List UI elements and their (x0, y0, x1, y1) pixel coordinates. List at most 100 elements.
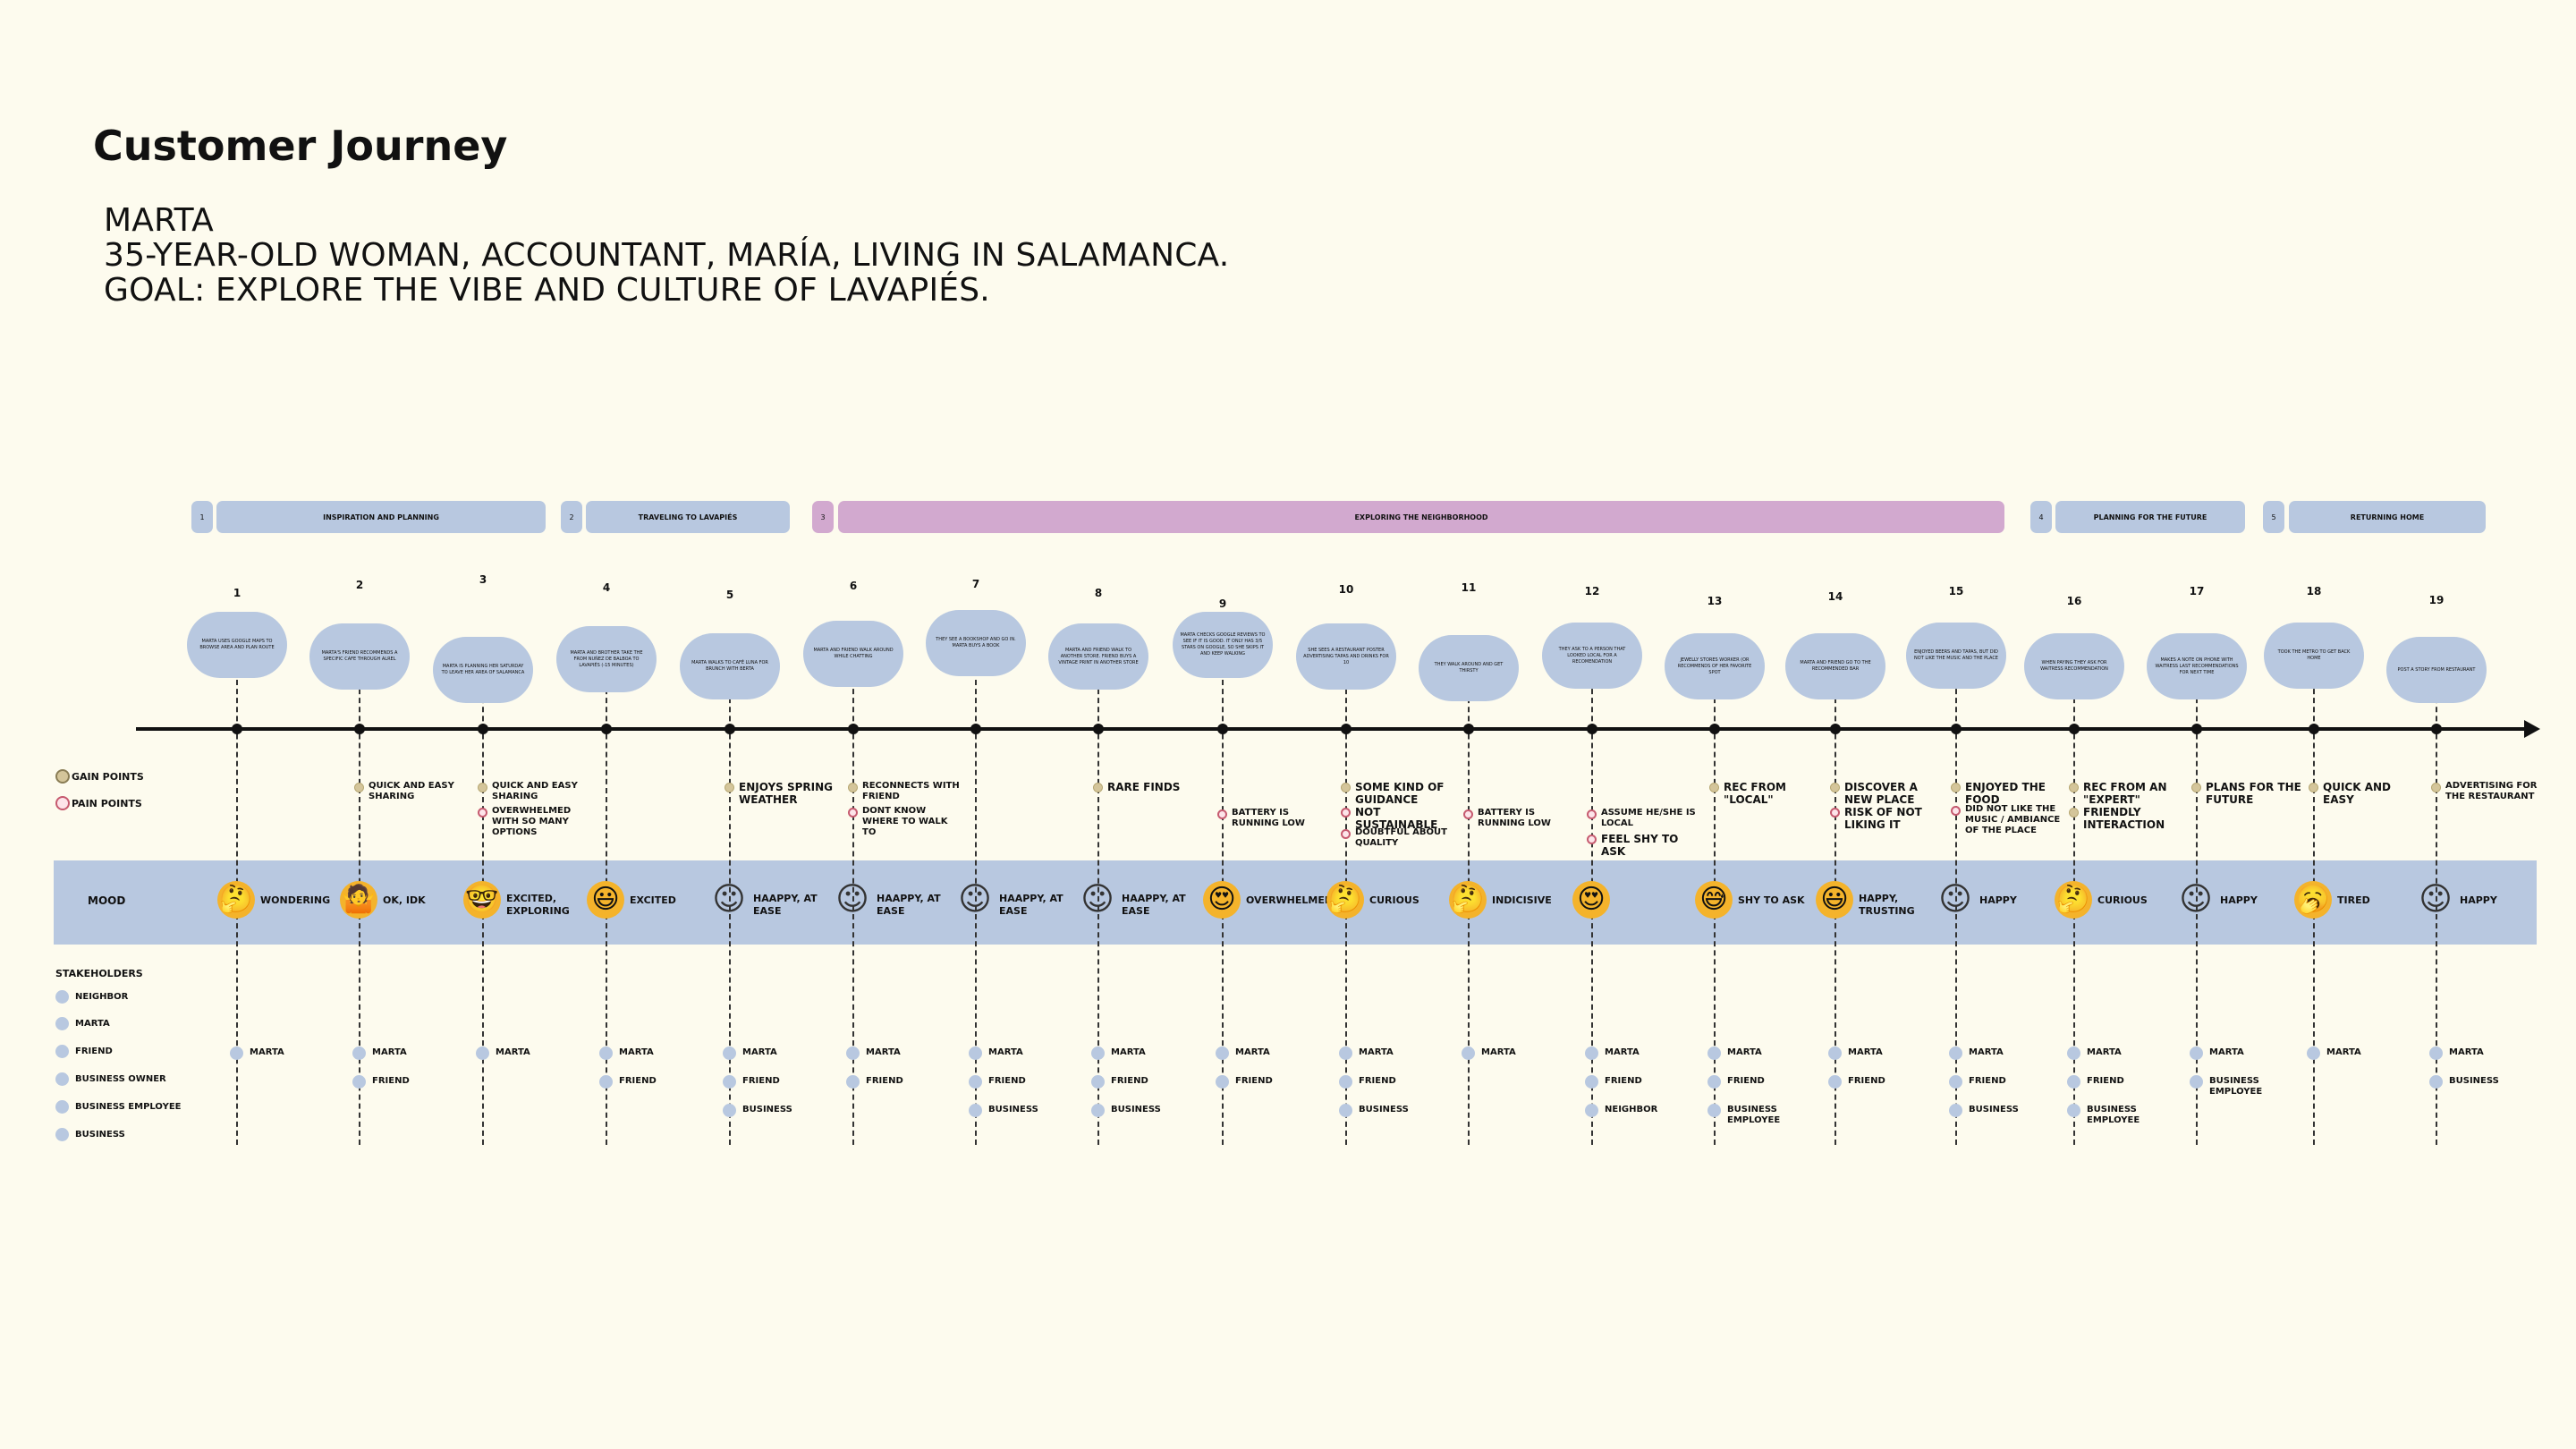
stakeholder-dot (1707, 1075, 1721, 1089)
step-action-bubble: THEY SEE A BOOKSHOP AND GO IN. MARTA BUY… (926, 610, 1026, 676)
step-number: 10 (1338, 583, 1354, 596)
step-guide-line (729, 680, 731, 1145)
stakeholder-dot (1216, 1046, 1229, 1060)
timeline-dot (848, 724, 859, 734)
step-action-text: WHEN PAYING THEY ASK FOR WAITRESS RECOMM… (2040, 660, 2108, 672)
timeline-dot (1709, 724, 1720, 734)
timeline-dot (1587, 724, 1597, 734)
phase-2-label: TRAVELING TO LAVAPIÉS (586, 501, 790, 533)
gain-point-dot (478, 783, 487, 792)
gain-point-text: REC FROM AN "EXPERT" (2083, 781, 2167, 806)
mood-text: HAAPPY, AT EASE (753, 893, 818, 917)
step-action-bubble: MAKES A NOTE ON PHONE WITH WAITRESS LAST… (2147, 633, 2247, 699)
stakeholder-dot (2190, 1046, 2203, 1060)
step-number: 5 (725, 589, 734, 601)
stakeholder-business-dot (55, 1128, 69, 1141)
stakeholder-dot (1949, 1104, 1962, 1117)
step-action-bubble: MARTA IS PLANNING HER SATURDAY TO LEAVE … (433, 637, 533, 703)
step-action-bubble: ENJOYED BEERS AND TAPAS, BUT DID NOT LIK… (1906, 623, 2006, 689)
stakeholder-dot (599, 1046, 613, 1060)
phase-3-number: 3 (812, 501, 834, 533)
stakeholder-neighbor-dot (55, 990, 69, 1004)
timeline-dot (1463, 724, 1474, 734)
stakeholder-dot (969, 1104, 982, 1117)
smiling-face-icon: ☺ (712, 881, 746, 918)
stakeholder-dot (352, 1046, 366, 1060)
mood-text: HAPPY (2460, 894, 2497, 906)
pain-point-dot (1463, 809, 1473, 819)
step-action-bubble: TOOK THE METRO TO GET BACK HOME (2264, 623, 2364, 689)
stakeholder-dot (1091, 1104, 1105, 1117)
stakeholder-dot (1216, 1075, 1229, 1089)
phase-2-number: 2 (561, 501, 582, 533)
step-action-bubble: THEY WALK AROUND AND GET THIRSTY (1419, 635, 1519, 701)
stakeholder-dot (723, 1104, 736, 1117)
stakeholder-friend-label: FRIEND (75, 1046, 113, 1056)
stakeholder-text: BUSINESS (1111, 1105, 1161, 1114)
mood-text: HAPPY (2220, 894, 2258, 906)
stakeholder-text: MARTA (619, 1047, 654, 1057)
mood-text: WONDERING (260, 894, 331, 906)
pain-point-text: OVERWHELMED WITH SO MANY OPTIONS (492, 806, 572, 837)
gain-point-dot (1830, 783, 1840, 792)
step-action-bubble: MARTA AND FRIEND WALK TO ANOTHER STORE. … (1048, 623, 1148, 690)
gain-point-dot (848, 783, 858, 792)
stakeholder-text: BUSINESS (988, 1105, 1038, 1114)
step-action-bubble: MARTA AND BROTHER TAKE THE FROM NUÑEZ DE… (556, 626, 657, 692)
step-guide-line (1955, 680, 1957, 1145)
stakeholder-dot (2190, 1075, 2203, 1089)
stakeholder-dot (2067, 1104, 2080, 1117)
step-number: 3 (479, 573, 487, 586)
gain-point-dot (2309, 783, 2318, 792)
nerd-face-icon: 🤓 (463, 881, 501, 919)
stakeholder-dot (2429, 1075, 2443, 1089)
pain-point-dot (1341, 829, 1351, 839)
gain-point-text: SOME KIND OF GUIDANCE (1355, 781, 1445, 806)
timeline-dot (2069, 724, 2080, 734)
stakeholder-dot (1339, 1075, 1352, 1089)
stakeholder-dot (1339, 1046, 1352, 1060)
gain-point-legend-icon (55, 769, 70, 784)
stakeholder-text: MARTA (742, 1047, 777, 1057)
step-number: 19 (2428, 594, 2445, 606)
stakeholder-text: MARTA (1969, 1047, 2004, 1057)
step-guide-line (2436, 680, 2437, 1145)
step-action-text: THEY SEE A BOOKSHOP AND GO IN. MARTA BUY… (936, 637, 1016, 648)
gain-point-dot (2431, 783, 2441, 792)
step-action-bubble: SHE SEES A RESTAURANT POSTER ADVERTISING… (1296, 623, 1396, 690)
step-action-bubble: MARTA AND FRIEND GO TO THE RECOMMENDED B… (1785, 633, 1885, 699)
step-action-text: THEY WALK AROUND AND GET THIRSTY (1434, 662, 1504, 674)
mood-text: INDICISIVE (1492, 894, 1552, 906)
stakeholder-text: MARTA (250, 1047, 284, 1057)
mood-text: TIRED (2337, 894, 2370, 906)
timeline-dot (1217, 724, 1228, 734)
stakeholder-dot (2429, 1046, 2443, 1060)
stakeholder-text: MARTA (1111, 1047, 1146, 1057)
phase-4-label: PLANNING FOR THE FUTURE (2055, 501, 2245, 533)
phase-3-label: EXPLORING THE NEIGHBORHOOD (838, 501, 2004, 533)
stakeholder-dot (1949, 1075, 1962, 1089)
timeline-dot (354, 724, 365, 734)
stakeholder-dot (476, 1046, 489, 1060)
grinning-sweat-face-icon: 😅 (1695, 881, 1733, 919)
stakeholder-dot (723, 1075, 736, 1089)
timeline-dot (2431, 724, 2442, 734)
pain-point-dot (1341, 808, 1351, 818)
pain-point-text: FEEL SHY TO ASK (1601, 833, 1679, 858)
pain-point-dot (1587, 835, 1597, 844)
heart-eyes-face-icon: 😍 (1203, 881, 1241, 919)
grinning-face-icon: 😃 (587, 881, 624, 919)
timeline-dot (1951, 724, 1962, 734)
mood-text: OK, IDK (383, 894, 426, 906)
step-action-text: MARTA CHECKS GOOGLE REVIEWS TO SEE IF IT… (1180, 632, 1266, 657)
gain-point-text: FRIENDLY INTERACTION (2083, 806, 2165, 831)
step-number: 1 (233, 587, 242, 599)
step-action-text: MARTA'S FRIEND RECOMMENDS A SPECIFIC CAF… (321, 650, 398, 662)
stakeholder-marta-dot (55, 1017, 69, 1030)
step-number: 2 (355, 579, 364, 591)
step-action-text: MARTA AND FRIEND GO TO THE RECOMMENDED B… (1800, 660, 1871, 672)
stakeholder-text: MARTA (2087, 1047, 2122, 1057)
stakeholder-dot (1585, 1046, 1598, 1060)
step-number: 16 (2066, 595, 2082, 607)
step-action-bubble: MARTA WALKS TO CAFÉ LUNA FOR BRUNCH WITH… (680, 633, 780, 699)
